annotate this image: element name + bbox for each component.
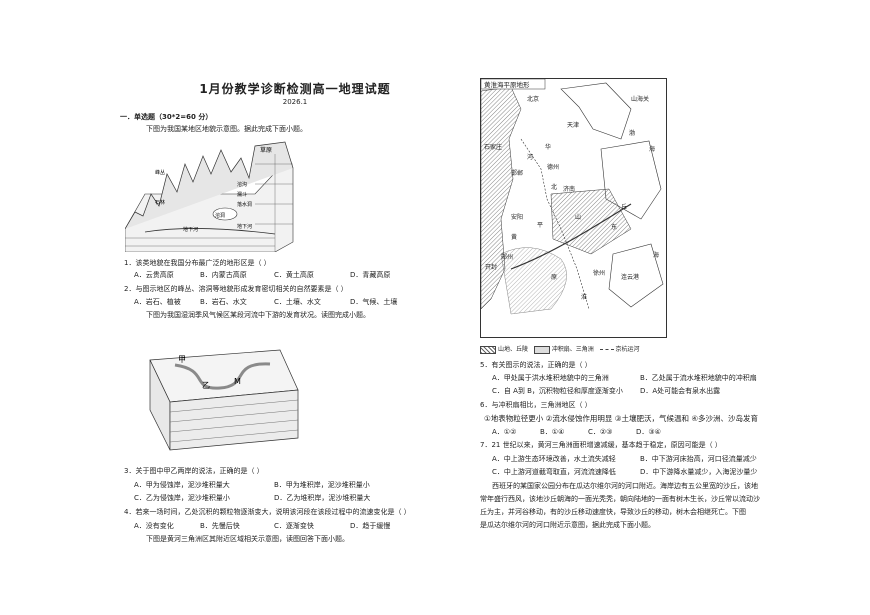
q2-option-b[interactable]: B．岩石、水文 [200, 298, 247, 306]
q4-option-a[interactable]: A．没有变化 [134, 522, 174, 530]
map-label: 淮 [581, 293, 587, 301]
question-2: 2．与图示地区的峰丛、溶洞等地貌形成发育密切相关的自然要素是（ ） [124, 285, 348, 293]
map-label: 海 [649, 145, 655, 153]
q2-option-d[interactable]: D．气候、土壤 [350, 298, 398, 306]
fig1-label: 草原 [260, 146, 272, 154]
map-label: 安阳 [511, 213, 523, 221]
q3-option-b[interactable]: B．甲为堆积岸，泥沙堆积量小 [274, 481, 370, 489]
question-1: 1．该类地貌在我国分布最广泛的地形区是（ ） [124, 259, 271, 267]
huang-huai-hai-map: 黄淮海平原地形 北京 天津 山海关 石家庄 渤 海 德州 济南 邯郸 华 北 平… [480, 78, 667, 338]
q4-option-b[interactable]: B．先慢后快 [200, 522, 240, 530]
fig1-label: 溶洞 [215, 212, 225, 219]
map-label: 北京 [527, 95, 539, 103]
question-5: 5．有关图示的说法，正确的是（ ） [480, 361, 592, 369]
q7-option-b[interactable]: B．中下游河床抬高，河口径流量减少 [640, 455, 757, 463]
question-7: 7．21 世纪以来，黄河三角洲面积增速减缓，基本趋于稳定，原因可能是（ ） [480, 441, 722, 449]
legend-label: 山地、丘陵 [498, 346, 529, 353]
legend-label: 冲积扇、三角洲 [551, 346, 594, 353]
q3-option-d[interactable]: D．乙为堆积岸，泥沙堆积量大 [274, 494, 371, 502]
map-label: 邯郸 [511, 169, 523, 177]
river-block-figure: 甲 乙 M [149, 349, 299, 451]
passage-line: 常年盛行西风，该地沙丘朝海的一面光秃秃，朝向陆地的一面有树木生长，沙丘常以流动沙 [480, 495, 760, 503]
q7-option-d[interactable]: D．中下游降水量减少，入海泥沙量少 [640, 468, 758, 476]
map-label: 渤 [629, 129, 635, 137]
fig1-label: 漏斗 [237, 191, 247, 198]
q4-option-d[interactable]: D．趋于缓慢 [350, 522, 391, 530]
map-label: 开封 [485, 263, 497, 271]
map-label: 徐州 [593, 269, 605, 277]
q7-option-c[interactable]: C．中上游河道截弯取直，河流流速降低 [492, 468, 616, 476]
fig1-label: 落水洞 [237, 201, 252, 208]
legend-mountain-icon [480, 345, 496, 354]
q3-option-c[interactable]: C．乙为侵蚀岸，泥沙堆积量小 [134, 494, 230, 502]
question-3: 3．关于图中甲乙两岸的说法，正确的是（ ） [124, 467, 264, 475]
passage-line: 丘为主，并河谷移动，有的沙丘移动速度快，导致沙丘的移动，树木会相继死亡。下图 [480, 508, 746, 516]
q5-option-b[interactable]: B．乙处属于流水堆积地貌中的冲积扇 [640, 374, 757, 382]
intro-3: 下图是黄河三角洲区其附近区域相关示意图，读图回答下面小题。 [146, 535, 349, 543]
intro-2: 下图为我国湿润季风气候区某段河流中下游的发育状况。读图完成小题。 [146, 311, 370, 319]
q6-option-a[interactable]: A．①② [492, 428, 517, 436]
passage-line: 是瓜达尔维尔河的河口附近示意图，据此完成下面小题。 [480, 521, 655, 529]
map-label: 东 [611, 223, 617, 231]
q3-option-a[interactable]: A．甲为侵蚀岸，泥沙堆积量大 [134, 481, 230, 489]
map-label: 北 [551, 183, 557, 191]
q6-statements: ①地表物粒径更小 ②流水侵蚀作用明显 ③土壤肥沃，气候温和 ④多沙洲、沙岛发育 [484, 414, 759, 423]
q5-option-d[interactable]: D．A处可能会有泉水出露 [640, 387, 721, 395]
page-title: 1月份教学诊断检测高一地理试题 [199, 82, 391, 96]
question-6: 6．与冲积扇相比，三角洲地区（ ） [480, 401, 592, 409]
exam-date: 2026.1 [282, 98, 308, 106]
q5-option-c[interactable]: C．自 A到 B，沉积物粒径和厚度逐渐变小 [492, 387, 623, 395]
q2-option-c[interactable]: C．土壤、水文 [274, 298, 321, 306]
map-label: 郑州 [501, 253, 513, 261]
question-4: 4．若来一场时间，乙处沉积的颗粒物逐渐变大，说明该河段在该段过程中的流速变化是（… [124, 508, 411, 516]
map-label: 山海关 [631, 95, 649, 103]
q1-option-d[interactable]: D．青藏高原 [350, 271, 391, 279]
map-label: 原 [551, 274, 557, 281]
map-title: 黄淮海平原地形 [484, 80, 530, 89]
q4-option-c[interactable]: C．逐渐变快 [274, 522, 314, 530]
fig1-label: 石林 [155, 199, 165, 206]
legend-delta-icon [533, 345, 550, 354]
passage-line: 西班牙的某国家公园分布在瓜达尔维尔河的河口附近。海岸边有五公里宽的沙丘，该地 [492, 482, 758, 490]
q6-option-b[interactable]: B．①④ [540, 428, 565, 436]
q6-option-c[interactable]: C．②③ [588, 428, 613, 436]
fig2-label: 乙 [202, 381, 210, 390]
legend-canal-icon [599, 349, 614, 350]
q1-option-b[interactable]: B．内蒙古高原 [200, 271, 247, 279]
fig2-label: M [234, 377, 241, 386]
fig1-label: 溶沟 [237, 181, 247, 188]
q5-option-a[interactable]: A．甲处属于洪水堆积地貌中的三角洲 [492, 374, 609, 382]
map-label: 丘 [621, 204, 627, 211]
map-label: 石家庄 [484, 143, 502, 151]
fig1-label: 地下河 [237, 223, 252, 230]
map-label: 黄 [511, 233, 517, 241]
map-label: 连云港 [621, 273, 639, 281]
fig2-label: 甲 [178, 355, 186, 364]
q1-option-a[interactable]: A．云贵高原 [134, 271, 174, 279]
q6-option-d[interactable]: D．③④ [636, 428, 661, 436]
map-label: 山 [575, 213, 581, 221]
q2-option-a[interactable]: A．岩石、植被 [134, 298, 181, 306]
q1-option-c[interactable]: C．黄土高原 [274, 271, 314, 279]
map-label: 平 [537, 222, 543, 229]
map-legend: 山地、丘陵 冲积扇、三角洲 京杭运河 [480, 344, 640, 354]
section-heading: 一．单选题（30*2=60 分） [120, 113, 213, 121]
fig1-label: 地下河 [183, 226, 198, 233]
map-label: 天津 [567, 122, 579, 129]
karst-landform-figure: 草原 峰丛 石林 溶洞 溶沟 漏斗 地下河 落水洞 地下河 [125, 141, 294, 252]
fig1-label: 峰丛 [155, 169, 165, 176]
map-label: 德州 [547, 163, 559, 171]
legend-label: 京杭运河 [615, 346, 640, 353]
q7-option-a[interactable]: A．中上游生态环境改善，水土流失减轻 [492, 455, 616, 463]
map-label: 华 [545, 143, 551, 151]
intro-1: 下图为我国某地区地貌示意图。据此完成下面小题。 [146, 125, 307, 133]
map-label: 海 [653, 251, 659, 259]
map-label: 济南 [563, 185, 575, 193]
map-label: 河 [527, 153, 533, 161]
